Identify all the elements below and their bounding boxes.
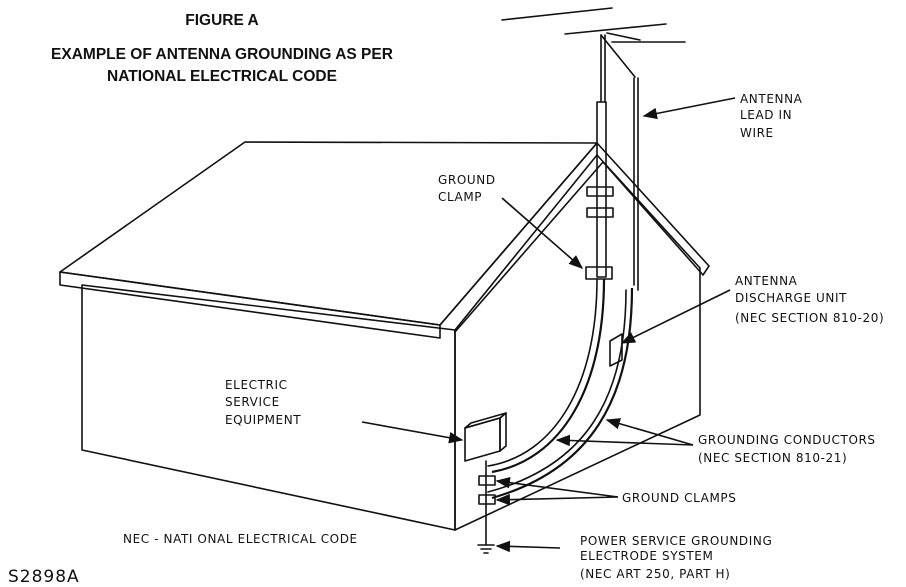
arrow-electric-service [361,421,464,444]
ground-clamp-lower [478,494,496,505]
grounding-conductors [487,278,634,500]
figure-label: FIGURE A [185,12,258,29]
ground-clamp-upper [478,475,496,486]
arrow-discharge-unit [620,289,731,344]
arrow-conductor-1 [555,434,694,447]
mast-clamp-3 [585,266,613,280]
discharge-unit [609,333,623,367]
arrow-clamp-1 [495,476,619,498]
label-conductors-2: (NEC SECTION 810-21) [698,451,847,465]
mast-clamp-2 [586,207,614,218]
electric-service-box [464,412,507,462]
discharge-ground-wire-inner [487,289,627,493]
antenna [501,7,686,291]
mast-ground-wire [491,278,606,474]
house [59,141,710,531]
figure-code: S2898A [8,567,80,587]
ground-symbol [477,544,495,554]
label-discharge-3: (NEC SECTION 810-20) [735,311,884,325]
arrow-conductor-2 [605,418,694,446]
label-antenna-lead-2: LEAD IN [740,108,792,122]
mast-clamp-1 [586,186,614,197]
label-discharge-2: DISCHARGE UNIT [735,291,847,305]
label-ground-clamp-2: CLAMP [438,190,482,204]
arrow-electrode [495,540,561,553]
gable-trim [439,142,710,333]
mast-ground-wire-inner [487,278,598,467]
house-gable-wall [454,154,701,531]
arrow-antenna-lead [642,97,736,120]
title-line-2: NATIONAL ELECTRICAL CODE [107,68,337,85]
ground-electrode [477,460,496,554]
label-conductors-1: GROUNDING CONDUCTORS [698,433,876,447]
callout-arrows [361,97,736,553]
antenna-lead-wire [633,77,639,291]
label-discharge-1: ANTENNA [735,274,798,288]
arrow-clamp-2 [495,493,619,506]
roof-fascia [59,271,441,339]
label-electric-3: EQUIPMENT [225,413,301,427]
label-power-service-1: POWER SERVICE GROUNDING [580,534,772,548]
label-antenna-lead-3: WIRE [740,126,774,140]
label-nec-note: NEC - NATI ONAL ELECTRICAL CODE [123,532,358,546]
label-ground-clamp-1: GROUND [438,173,496,187]
label-electric-1: ELECTRIC [225,378,288,392]
label-power-service-3: (NEC ART 250, PART H) [580,567,730,581]
antenna-mast-upper [600,34,606,103]
roof-slope [59,141,598,326]
antenna-elements [501,7,686,78]
title-line-1: EXAMPLE OF ANTENNA GROUNDING AS PER [51,46,393,63]
label-ground-clamps: GROUND CLAMPS [622,491,736,505]
arrow-ground-clamp [501,197,584,269]
antenna-mast [596,101,607,278]
label-power-service-2: ELECTRODE SYSTEM [580,549,713,563]
label-electric-2: SERVICE [225,395,280,409]
label-antenna-lead-1: ANTENNA [740,92,803,106]
